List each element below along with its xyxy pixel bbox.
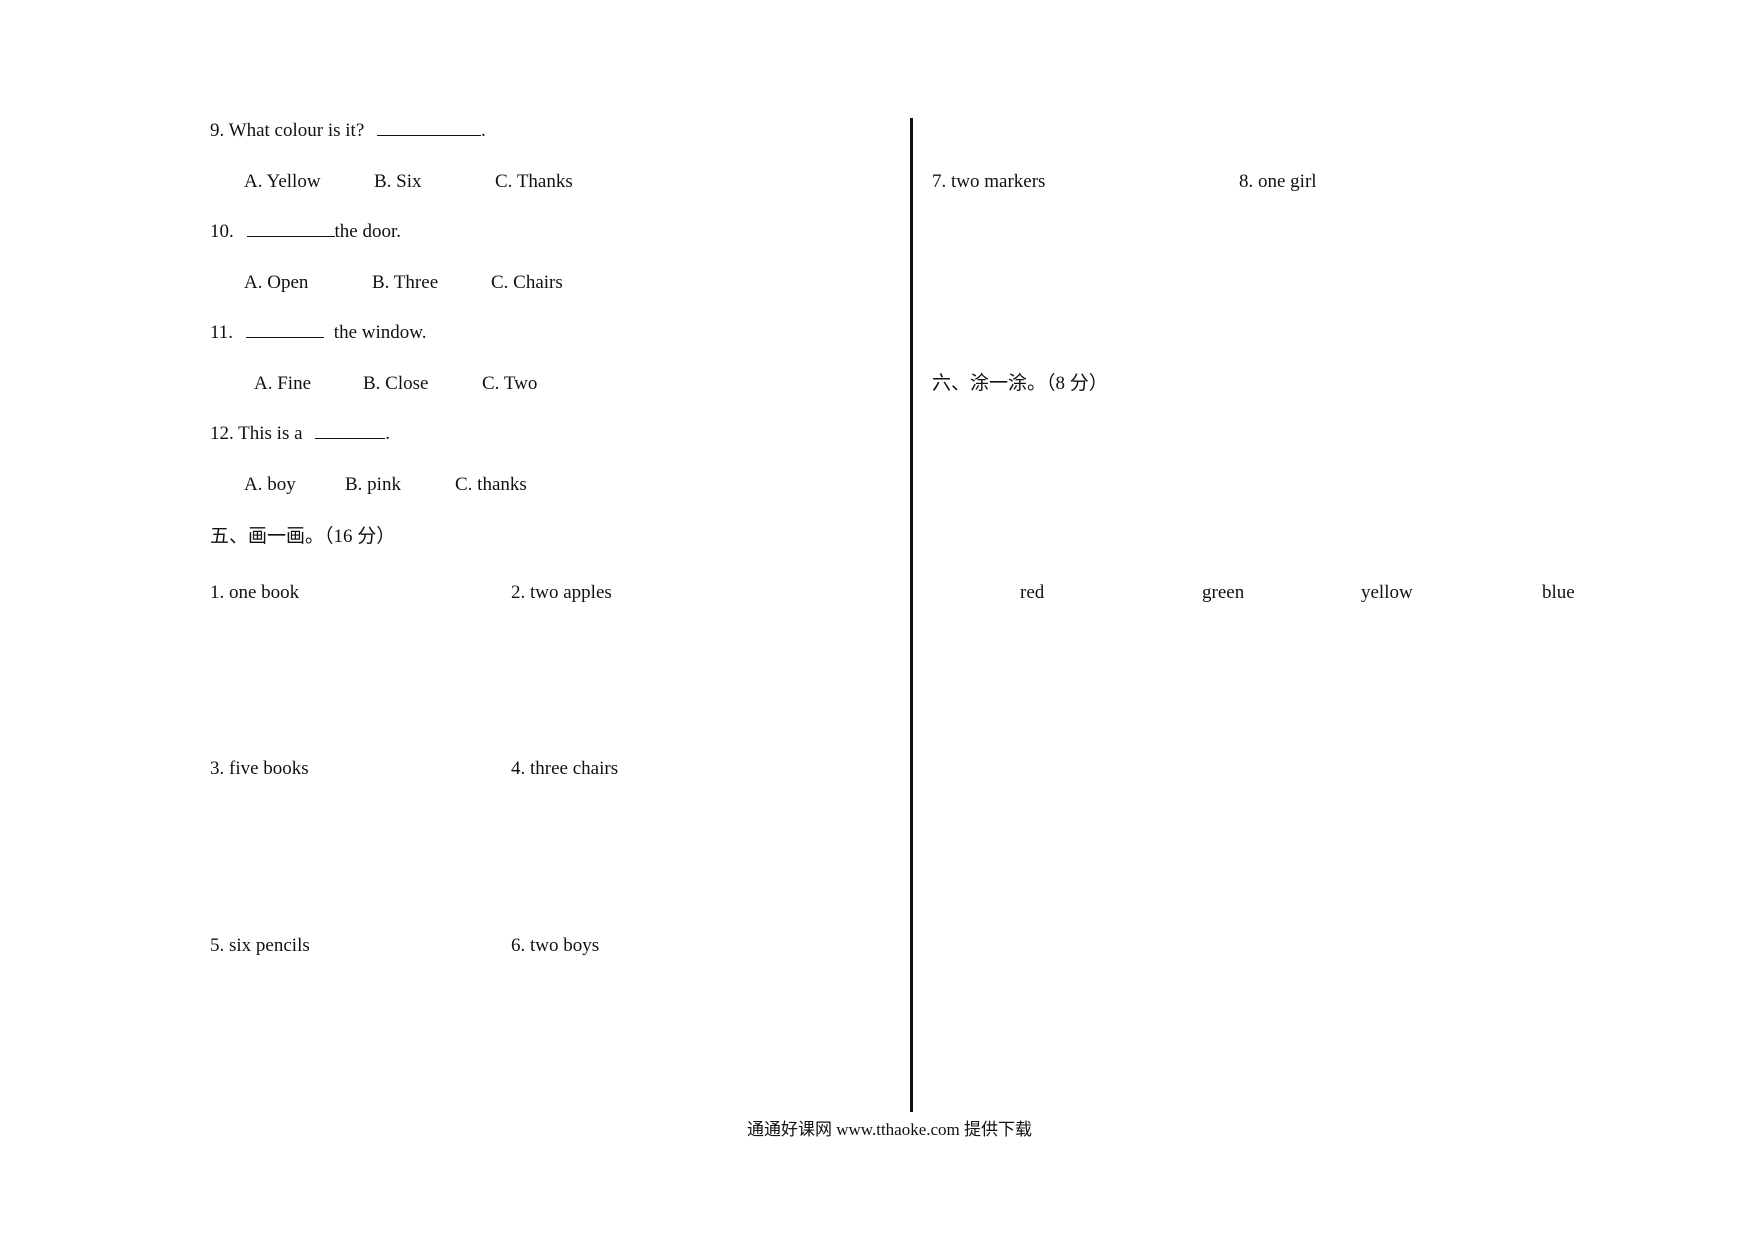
question-10-number: 10. bbox=[210, 221, 234, 242]
q12-option-a: A. boy bbox=[244, 474, 296, 495]
question-11: 11. the window. bbox=[210, 321, 427, 345]
question-12-stem: 12. This is a bbox=[210, 423, 303, 444]
column-divider bbox=[910, 118, 913, 1112]
draw-item-2: 2. two apples bbox=[511, 582, 612, 603]
draw-item-5: 5. six pencils bbox=[210, 935, 310, 956]
question-11-number: 11. bbox=[210, 322, 234, 343]
q9-option-c: C. Thanks bbox=[495, 171, 573, 192]
draw-item-4: 4. three chairs bbox=[511, 758, 619, 779]
question-12-end: . bbox=[385, 423, 391, 444]
q11-option-c: C. Two bbox=[482, 373, 538, 394]
answer-blank bbox=[377, 134, 482, 136]
q11-option-a: A. Fine bbox=[254, 373, 311, 394]
color-word-red: red bbox=[1020, 582, 1045, 603]
q9-option-a: A. Yellow bbox=[244, 171, 321, 192]
question-9-end: . bbox=[481, 120, 486, 141]
footer-source: 通通好课网 www.tthaoke.com 提供下载 bbox=[747, 1120, 1033, 1139]
q10-option-c: C. Chairs bbox=[491, 272, 563, 293]
color-word-green: green bbox=[1202, 582, 1245, 603]
question-9-stem: 9. What colour is it? bbox=[210, 120, 365, 141]
draw-item-1: 1. one book bbox=[210, 582, 300, 603]
q12-option-b: B. pink bbox=[345, 474, 401, 495]
q10-option-a: A. Open bbox=[244, 272, 309, 293]
section-color-title: 六、涂一涂。（8 分） bbox=[932, 373, 1108, 394]
question-10-text: the door. bbox=[334, 221, 402, 242]
answer-blank bbox=[315, 437, 386, 439]
color-word-blue: blue bbox=[1542, 582, 1575, 603]
draw-item-3: 3. five books bbox=[210, 758, 309, 779]
color-word-yellow: yellow bbox=[1361, 582, 1413, 603]
draw-item-6: 6. two boys bbox=[511, 935, 600, 956]
answer-blank bbox=[246, 235, 335, 237]
section-draw-title: 五、画一画。（16 分） bbox=[210, 526, 396, 547]
q12-option-c: C. thanks bbox=[455, 474, 527, 495]
draw-item-8: 8. one girl bbox=[1239, 171, 1317, 192]
q10-option-b: B. Three bbox=[372, 272, 439, 293]
q11-option-b: B. Close bbox=[363, 373, 429, 394]
question-10: 10. the door. bbox=[210, 220, 401, 244]
question-9: 9. What colour is it? . bbox=[210, 119, 486, 143]
question-12: 12. This is a . bbox=[210, 422, 390, 446]
draw-item-7: 7. two markers bbox=[932, 171, 1046, 192]
answer-blank bbox=[245, 336, 324, 338]
question-11-text: the window. bbox=[333, 322, 427, 343]
q9-option-b: B. Six bbox=[374, 171, 422, 192]
